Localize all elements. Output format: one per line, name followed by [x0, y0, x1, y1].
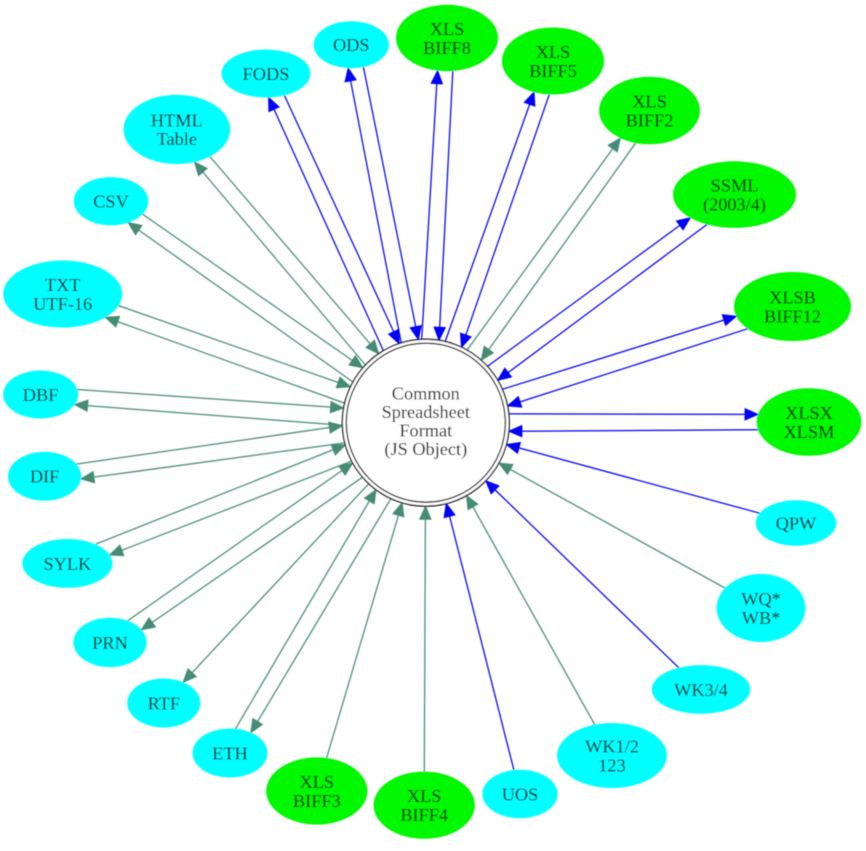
svg-text:(2003/4): (2003/4)	[703, 194, 766, 215]
svg-text:Format: Format	[399, 421, 452, 441]
svg-text:WQ*: WQ*	[741, 589, 781, 609]
svg-text:Table: Table	[157, 129, 197, 149]
svg-text:WK1/2: WK1/2	[585, 737, 639, 757]
svg-text:XLSX: XLSX	[785, 403, 833, 423]
svg-text:ETH: ETH	[212, 743, 248, 763]
svg-text:WB*: WB*	[742, 608, 781, 628]
svg-text:XLSM: XLSM	[784, 422, 835, 442]
svg-text:BIFF8: BIFF8	[423, 38, 471, 58]
svg-text:BIFF3: BIFF3	[293, 791, 341, 811]
svg-text:QPW: QPW	[776, 513, 817, 533]
svg-text:BIFF12: BIFF12	[764, 306, 821, 326]
svg-text:HTML: HTML	[151, 110, 203, 130]
svg-text:(JS Object): (JS Object)	[384, 439, 467, 460]
svg-text:RTF: RTF	[148, 693, 180, 713]
svg-text:CSV: CSV	[93, 192, 129, 212]
svg-text:UTF-16: UTF-16	[33, 294, 92, 314]
svg-text:Spreadsheet: Spreadsheet	[382, 402, 470, 422]
svg-text:PRN: PRN	[92, 633, 128, 653]
svg-text:UOS: UOS	[502, 784, 539, 804]
svg-text:BIFF4: BIFF4	[400, 805, 448, 825]
svg-text:BIFF5: BIFF5	[529, 61, 577, 81]
svg-text:XLS: XLS	[632, 92, 667, 112]
svg-text:XLS: XLS	[407, 786, 442, 806]
svg-text:XLS: XLS	[430, 19, 465, 39]
svg-text:WK3/4: WK3/4	[674, 680, 728, 700]
svg-text:ODS: ODS	[333, 35, 370, 55]
svg-text:XLS: XLS	[300, 772, 335, 792]
svg-text:DBF: DBF	[23, 385, 59, 405]
svg-text:FODS: FODS	[243, 64, 290, 84]
svg-text:XLS: XLS	[536, 42, 571, 62]
svg-text:BIFF2: BIFF2	[626, 110, 674, 130]
svg-text:SSML: SSML	[711, 176, 759, 196]
svg-text:Common: Common	[392, 383, 460, 403]
svg-text:SYLK: SYLK	[44, 554, 93, 574]
svg-text:XLSB: XLSB	[769, 288, 816, 308]
svg-text:DIF: DIF	[30, 467, 59, 487]
svg-text:TXT: TXT	[45, 275, 81, 295]
svg-text:123: 123	[598, 755, 625, 775]
